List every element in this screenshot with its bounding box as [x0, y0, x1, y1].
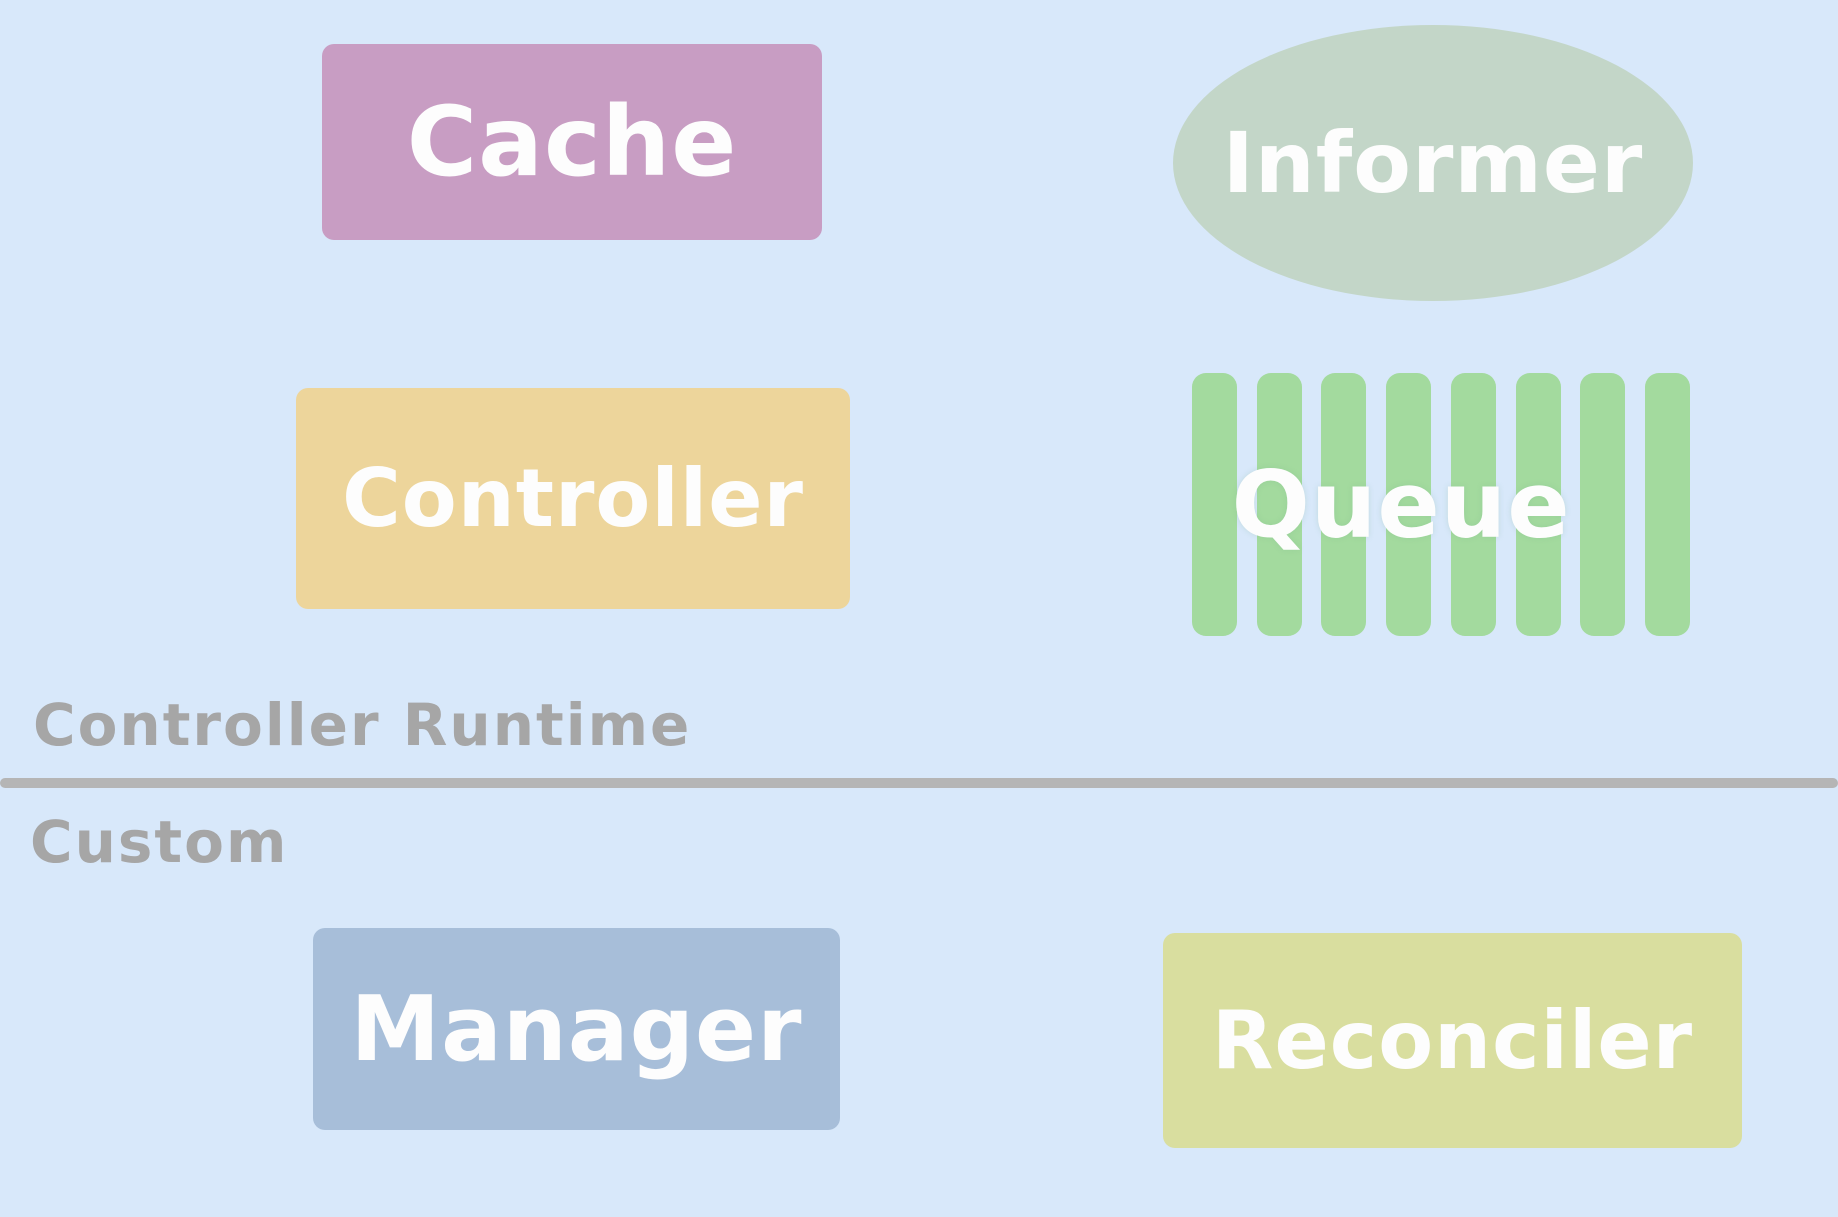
node-cache-label: Cache	[406, 86, 738, 198]
node-queue: Queue	[1192, 373, 1690, 636]
queue-bar	[1386, 373, 1432, 636]
queue-bar	[1515, 373, 1561, 636]
node-cache: Cache	[322, 44, 822, 240]
queue-bar	[1644, 373, 1690, 636]
node-manager-label: Manager	[350, 976, 803, 1082]
queue-bar	[1321, 373, 1367, 636]
node-queue-label: Queue	[1231, 451, 1571, 558]
section-label-custom: Custom	[30, 808, 289, 876]
node-reconciler: Reconciler	[1163, 933, 1742, 1148]
queue-bars	[1192, 373, 1690, 636]
section-label-controller-runtime: Controller Runtime	[33, 691, 692, 759]
node-informer: Informer	[1173, 25, 1693, 301]
node-reconciler-label: Reconciler	[1211, 994, 1694, 1087]
node-controller-label: Controller	[342, 452, 804, 545]
section-divider-line	[0, 778, 1838, 788]
node-manager: Manager	[313, 928, 840, 1130]
queue-bar	[1256, 373, 1302, 636]
node-controller: Controller	[296, 388, 850, 609]
queue-bar	[1450, 373, 1496, 636]
node-informer-label: Informer	[1222, 114, 1644, 212]
queue-bar	[1580, 373, 1626, 636]
queue-bar	[1192, 373, 1237, 636]
